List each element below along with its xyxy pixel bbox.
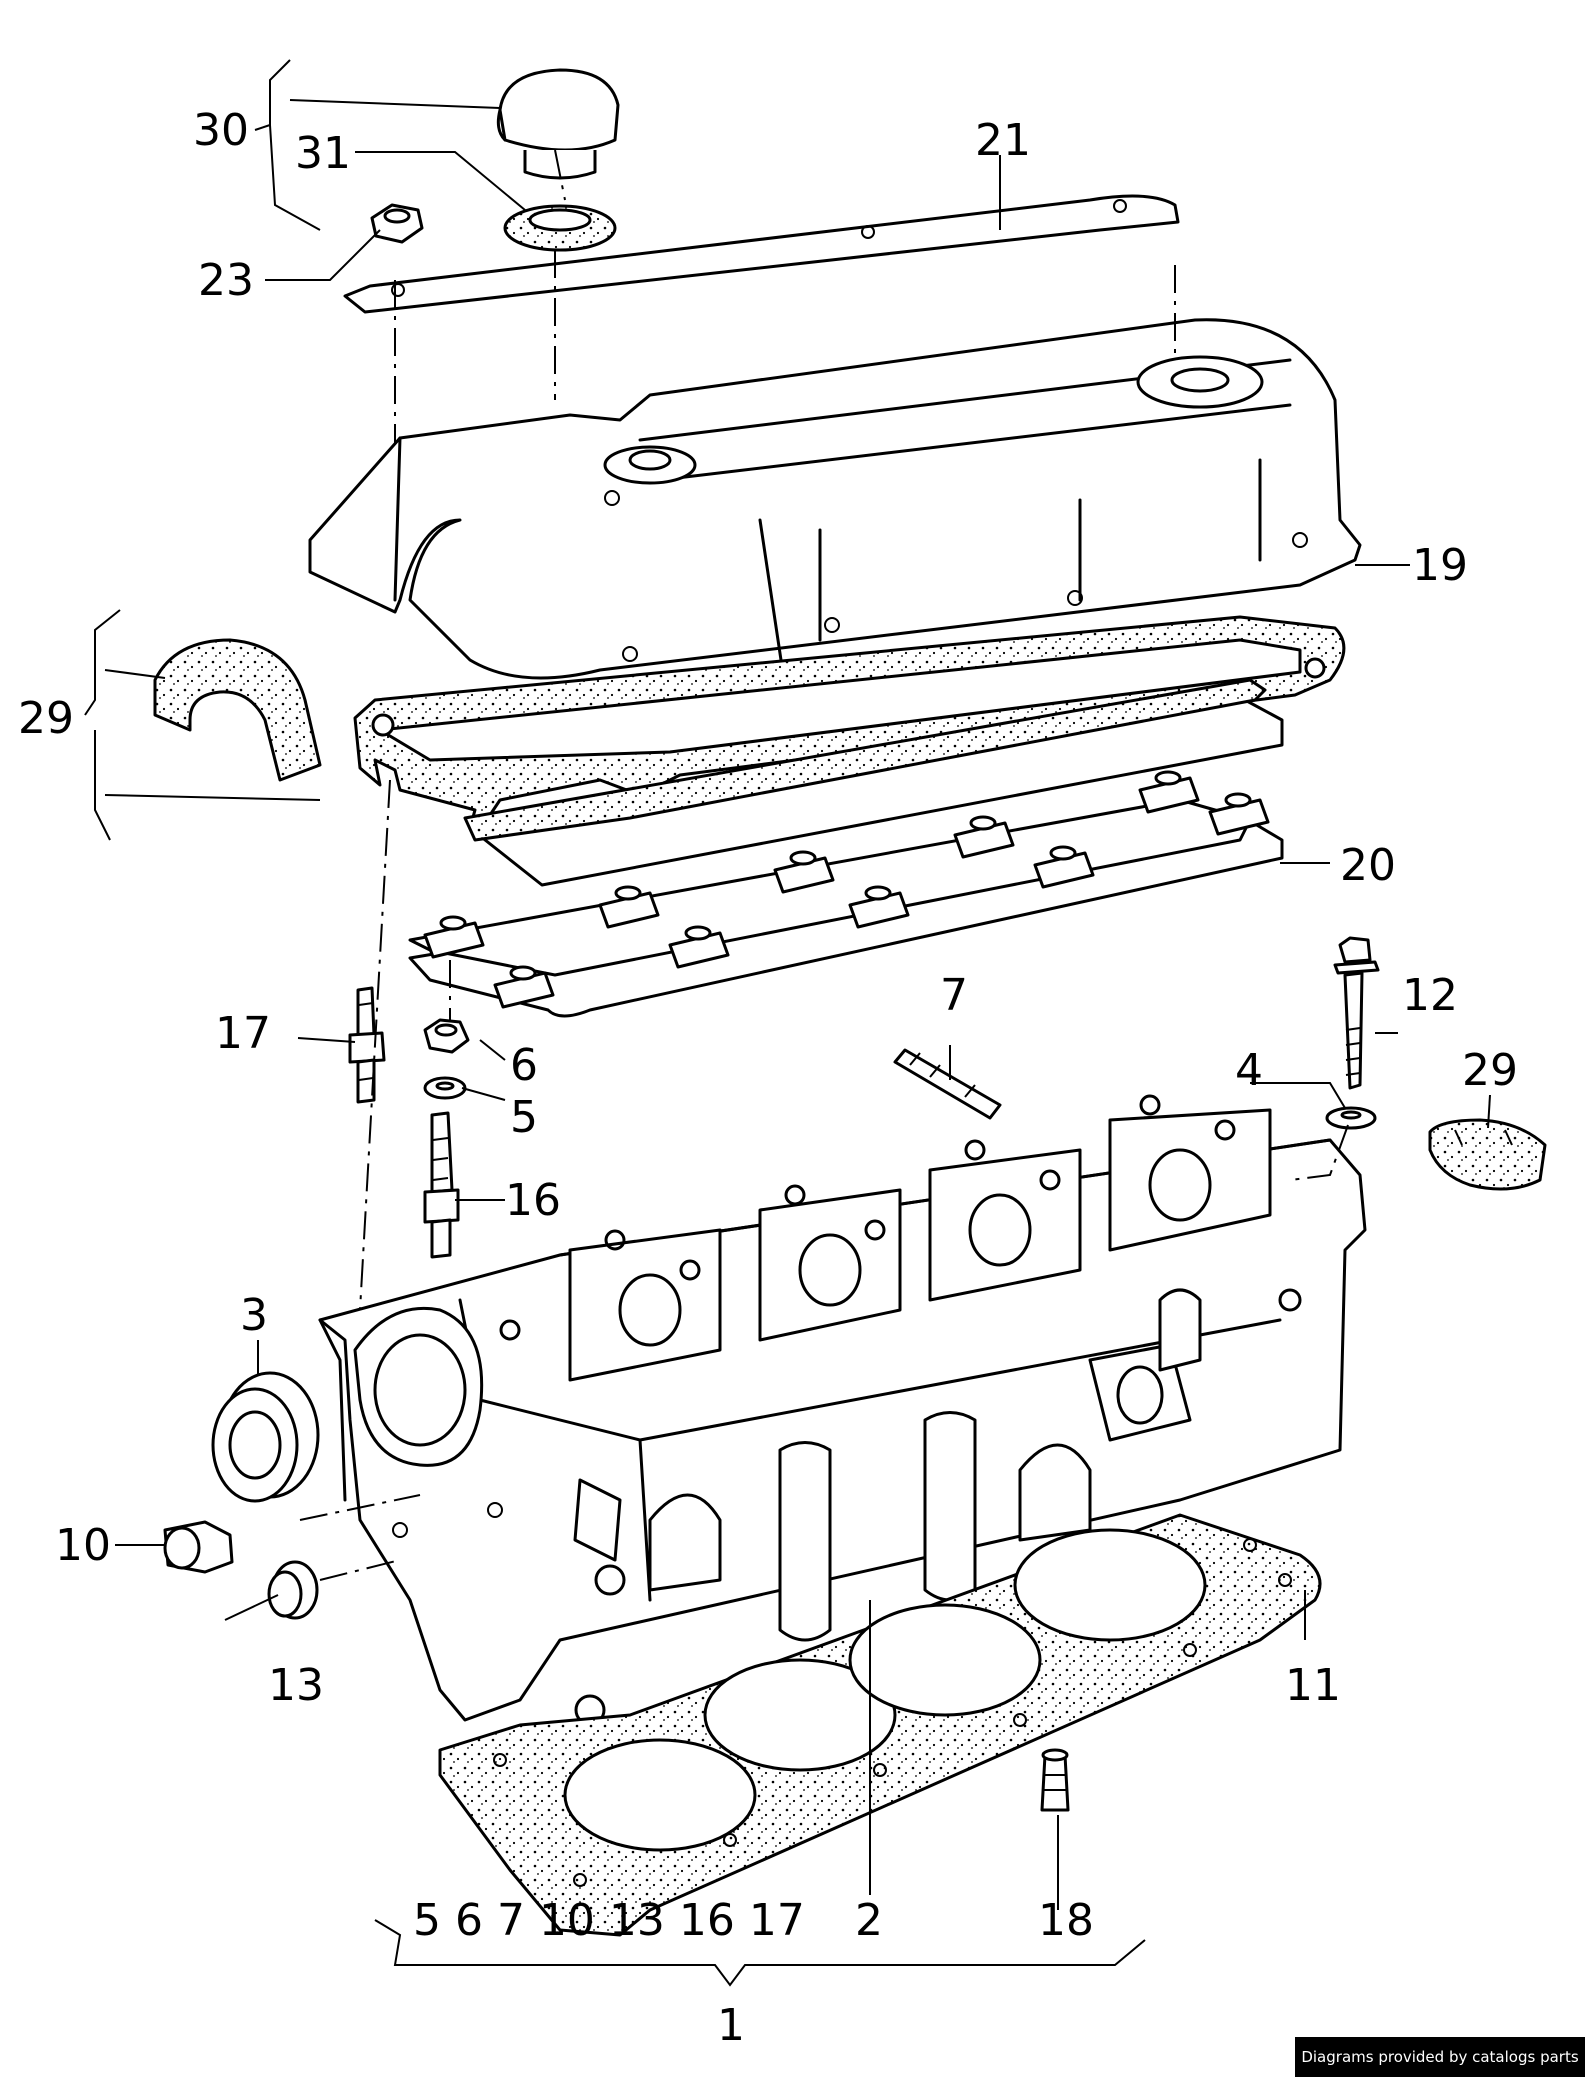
callout-19: 19: [1412, 540, 1468, 591]
alignment-lines: [299, 149, 1349, 1581]
stud-17: [348, 986, 386, 1104]
nut-6: [423, 1018, 470, 1054]
callout-18: 18: [1038, 1895, 1094, 1946]
dowel-pin-18: [1040, 1748, 1070, 1812]
callout-11: 11: [1285, 1660, 1341, 1711]
callout-31: 31: [295, 128, 351, 179]
callout-30: 30: [193, 105, 249, 156]
stud-7: [893, 1048, 1002, 1120]
callout-16: 16: [505, 1175, 561, 1226]
bearing-caps: [423, 770, 1270, 1009]
washer-5: [423, 1076, 467, 1100]
callout-29-left: 29: [18, 693, 74, 744]
washer-4: [1325, 1106, 1377, 1130]
half-round-seal-29-right: [1428, 1118, 1547, 1191]
callouts: 30 31 21 23 19 29 20 17 7 12 6 29 4 5 16…: [18, 105, 1518, 2051]
callout-12: 12: [1402, 970, 1458, 1021]
stud-16: [423, 1111, 460, 1259]
half-round-seal-29-left: [153, 638, 322, 782]
callout-21: 21: [975, 115, 1031, 166]
callout-23: 23: [198, 255, 254, 306]
callout-2: 2: [855, 1895, 883, 1946]
callout-5: 5: [510, 1092, 538, 1143]
leader-lines: [84, 59, 1491, 1987]
callout-20: 20: [1340, 840, 1396, 891]
bolt-12: [1333, 936, 1380, 1090]
cylinder-head-2: [318, 1094, 1367, 1726]
callout-6: 6: [510, 1040, 538, 1091]
nut-23: [370, 203, 424, 244]
callout-1: 1: [717, 2000, 745, 2051]
callout-29-right: 29: [1462, 1045, 1518, 1096]
cap-13: [267, 1560, 319, 1620]
head-gasket-11: [438, 1513, 1322, 1937]
oil-seal-3: [211, 1371, 320, 1503]
plug-10: [163, 1520, 234, 1574]
callout-17: 17: [215, 1008, 271, 1059]
credit-banner: Diagrams provided by catalogs parts: [1295, 2037, 1585, 2077]
callout-4: 4: [1235, 1045, 1263, 1096]
oil-filler-cap-30: [496, 68, 620, 180]
callout-kit: 5 6 7 10 13 16 17: [413, 1895, 805, 1946]
callout-13: 13: [268, 1660, 324, 1711]
cover-gasket: [353, 615, 1346, 832]
cylinder-head-cover-19: [308, 318, 1362, 722]
callout-7: 7: [940, 970, 968, 1021]
callout-3: 3: [240, 1290, 268, 1341]
callout-10: 10: [55, 1520, 111, 1571]
cap-seal-31: [503, 204, 617, 252]
retaining-strip-21: [343, 194, 1180, 314]
